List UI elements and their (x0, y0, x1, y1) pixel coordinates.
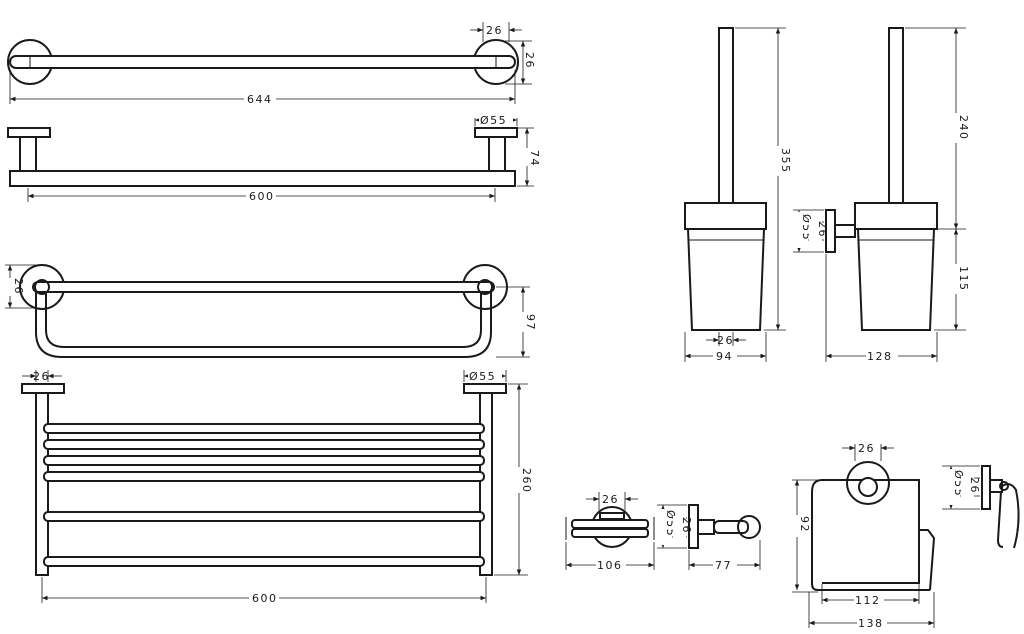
dim-toilet-brush-wall-projection: 128 (826, 349, 937, 363)
dim-label: 115 (957, 266, 970, 292)
dim-towel-bar-rose-diameter: Ø55 (475, 113, 517, 127)
dim-toilet-brush-free-width: 94 (685, 349, 766, 363)
dim-label: 112 (855, 594, 881, 607)
dim-towel-rail-rose-height: 26 (3, 265, 25, 308)
dim-label: 26 (486, 24, 503, 37)
dim-label: 26 (680, 517, 693, 534)
dim-paper-holder-overall-width: 138 (809, 616, 934, 630)
dim-label: 26 (12, 278, 25, 295)
paper-holder-side-view (942, 465, 1020, 549)
dim-label: 240 (957, 115, 970, 141)
dim-towel-rack-rose-width: 26 (22, 370, 62, 383)
towel-rack-side-view (21, 370, 528, 603)
toilet-brush-free-view (684, 27, 786, 362)
dim-towel-rack-height: 260 (513, 384, 533, 575)
dim-paper-holder-side-rose-height: 26 (961, 476, 981, 498)
dim-label: 92 (798, 516, 811, 533)
dim-label: 644 (247, 93, 273, 106)
toilet-brush-wall-view (793, 27, 966, 362)
dim-toilet-brush-free-rose-width: 26 (706, 334, 746, 347)
dim-label: 26 (858, 442, 875, 455)
dim-double-hook-length: 106 (566, 558, 654, 572)
dim-double-hook-projection: 77 (689, 558, 760, 572)
towel-rail-front-view (5, 264, 530, 358)
dim-toilet-brush-wall-rose-height: 26 (809, 219, 829, 241)
dim-double-hook-rose-height: 26 (673, 516, 693, 538)
dim-label: 94 (716, 350, 733, 363)
dim-label: Ø55 (469, 370, 496, 383)
dim-toilet-brush-wall-height-top: 240 (950, 28, 970, 229)
dim-label: 260 (520, 468, 533, 494)
dim-towel-rack-length: 600 (42, 591, 486, 605)
dim-label: Ø55 (480, 114, 507, 127)
dim-label: 97 (524, 314, 537, 331)
dim-label: 106 (597, 559, 623, 572)
towel-bar-front-view (7, 22, 532, 104)
dim-towel-rail-projection: 97 (517, 287, 537, 357)
dim-label: 74 (528, 150, 541, 167)
dim-label: 128 (867, 350, 893, 363)
dim-towel-bar-bar-length: 600 (28, 189, 495, 203)
dim-label: 26 (523, 52, 536, 69)
dim-label: 26 (968, 477, 981, 494)
dim-paper-holder-inner-width: 112 (822, 593, 919, 607)
dim-label: 26 (602, 493, 619, 506)
dim-label: 26 (816, 221, 829, 238)
dim-label: 138 (858, 617, 884, 630)
dim-label: 600 (252, 592, 278, 605)
dim-toilet-brush-free-height: 355 (772, 28, 792, 330)
dim-label: 600 (249, 190, 275, 203)
dim-paper-holder-height: 92 (791, 480, 811, 590)
dim-toilet-brush-wall-height-bottom: 115 (950, 229, 970, 330)
double-hook-front-view (565, 492, 655, 570)
dim-label: 77 (715, 559, 732, 572)
dim-label: 355 (779, 148, 792, 174)
paper-holder-front-view (792, 444, 936, 628)
dim-label: 26 (33, 370, 50, 383)
dim-double-hook-rose-width: 26 (586, 493, 638, 506)
towel-bar-side-view (7, 118, 534, 202)
dim-towel-bar-rose-height: 26 (520, 41, 536, 84)
dim-towel-bar-rose-width: 26 (470, 24, 522, 37)
dim-label: 26 (717, 334, 734, 347)
dim-towel-rack-rose-diameter: Ø55 (464, 369, 506, 383)
dim-towel-bar-projection: 74 (521, 128, 541, 186)
dim-towel-bar-overall-length: 644 (10, 92, 515, 106)
dim-paper-holder-rose-width: 26 (842, 442, 894, 455)
